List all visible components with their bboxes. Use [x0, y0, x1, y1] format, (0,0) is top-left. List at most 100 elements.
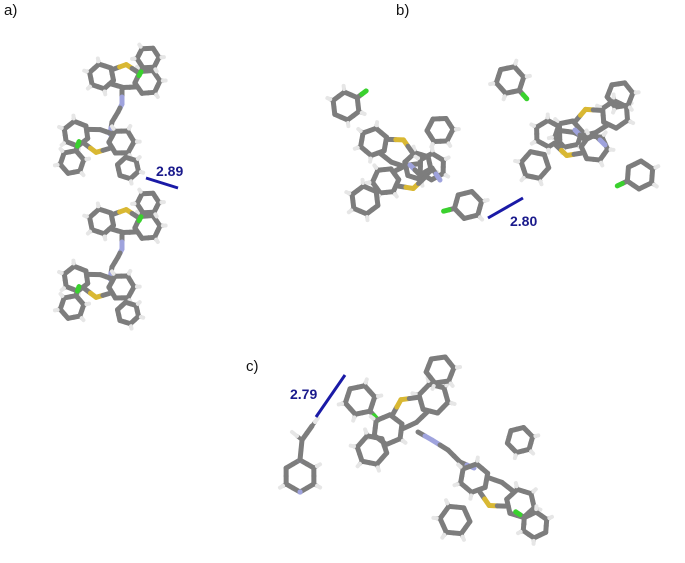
c-h-bond: [135, 155, 142, 161]
c-cl-bond: [520, 92, 530, 102]
c-h-bond: [138, 169, 146, 175]
c-h-bond: [128, 324, 134, 331]
c-h-bond: [513, 481, 519, 489]
c-h-bond: [529, 140, 537, 146]
aromatic-ring-bond: [65, 314, 77, 321]
c-h-bond: [410, 391, 418, 397]
c-h-bond: [413, 154, 421, 161]
c-h-bond: [584, 128, 590, 136]
c-s-bond: [571, 150, 584, 157]
c-cl-bond: [614, 180, 625, 189]
c-h-bond: [85, 229, 93, 236]
c-h-bond: [110, 124, 116, 131]
c-h-bond: [501, 94, 507, 102]
c-h-bond: [519, 175, 526, 183]
aromatic-ring-bond: [109, 216, 117, 228]
c-h-bond: [84, 301, 92, 307]
aromatic-ring-bond: [345, 386, 353, 399]
c-h-bond: [628, 119, 636, 126]
c-h-bond: [452, 482, 460, 488]
c-h-bond: [449, 401, 457, 406]
c-h-bond: [653, 164, 661, 170]
c-h-bond: [512, 453, 518, 461]
aromatic-ring-bond: [392, 171, 402, 183]
c-h-bond: [58, 146, 65, 153]
c-h-bond: [58, 291, 65, 298]
c-h-bond: [359, 110, 367, 117]
c-c-bond: [598, 122, 610, 132]
c-h-bond: [456, 462, 463, 469]
c-h-bond: [627, 105, 634, 112]
aromatic-ring-bond: [374, 196, 381, 208]
c-s-bond: [129, 210, 141, 220]
c-c-bond: [103, 129, 115, 137]
c-h-bond: [313, 416, 320, 424]
panel-b-label: b): [396, 2, 410, 19]
c-h-bond: [601, 130, 608, 137]
c-h-bond: [126, 269, 133, 276]
c-c-bond: [410, 161, 422, 167]
panel-c-molecule-pair: [277, 354, 554, 546]
c-h-bond: [538, 179, 544, 187]
c-h-bond: [348, 443, 356, 449]
c-h-bond: [85, 84, 93, 91]
c-cl-bond: [136, 69, 144, 79]
c-cl-bond: [74, 139, 82, 149]
c-h-bond: [82, 68, 89, 74]
aromatic-ring-bond: [393, 416, 405, 427]
c-h-bond: [135, 64, 141, 72]
c-h-bond: [524, 73, 532, 79]
c-h-bond: [444, 155, 451, 161]
c-h-bond: [135, 300, 142, 306]
aromatic-ring-bond: [574, 123, 585, 134]
c-h-bond: [315, 483, 323, 490]
c-h-bond: [368, 414, 376, 421]
c-cl-bond: [441, 207, 452, 214]
c-h-bond: [477, 215, 485, 222]
c-h-bond: [314, 462, 323, 469]
c-h-bond: [611, 107, 617, 115]
aromatic-ring-bond: [381, 141, 388, 154]
c-h-bond: [652, 182, 659, 189]
c-h-bond: [336, 401, 345, 407]
c-h-bond: [375, 465, 381, 473]
c-h-bond: [546, 135, 554, 141]
c-h-bond: [154, 237, 160, 244]
c-h-bond: [290, 430, 299, 438]
c-h-bond: [346, 208, 354, 215]
c-h-bond: [482, 198, 490, 203]
c-h-bond: [425, 375, 431, 383]
c-h-bond: [325, 95, 333, 102]
linker-bond: [597, 137, 608, 148]
c-h-bond: [135, 209, 141, 217]
c-h-bond: [516, 529, 523, 536]
contact-line-a: [145, 176, 179, 190]
panel-c-label: c): [246, 358, 259, 375]
c-h-bond: [375, 393, 384, 399]
aromatic-ring-bond: [495, 67, 504, 79]
c-h-bond: [57, 269, 64, 276]
c-cl-bond: [74, 284, 82, 294]
c-h-bond: [513, 58, 519, 66]
c-h-bond: [374, 120, 380, 128]
c-cl-bond: [359, 88, 369, 97]
c-cl-bond: [136, 214, 144, 224]
linker-bond: [433, 171, 443, 183]
c-h-bond: [137, 42, 143, 49]
c-h-bond: [553, 117, 560, 124]
c-h-bond: [137, 187, 143, 194]
aromatic-ring-bond: [543, 158, 552, 171]
distance-label-b: 2.80: [510, 213, 537, 229]
c-h-bond: [475, 455, 480, 463]
c-h-bond: [57, 124, 64, 131]
c-h-bond: [513, 158, 521, 164]
c-h-bond: [400, 438, 408, 445]
c-h-bond: [468, 493, 474, 501]
aromatic-ring-bond: [84, 274, 91, 286]
c-h-bond: [126, 124, 133, 131]
c-h-bond: [488, 81, 496, 87]
c-s-bond: [406, 394, 421, 402]
c-h-bond: [533, 433, 541, 439]
aromatic-ring-bond: [84, 129, 91, 141]
